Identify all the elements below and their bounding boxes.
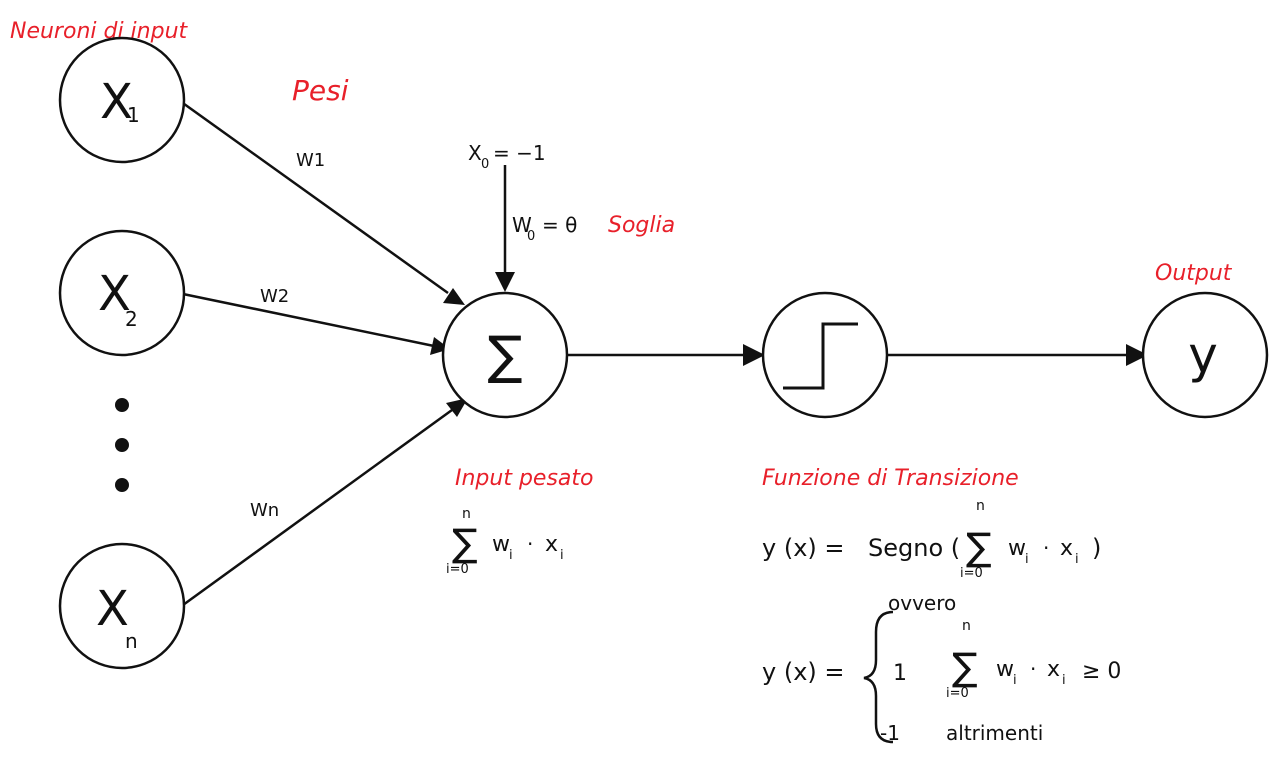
- x1-base: X: [100, 74, 133, 130]
- ellipsis-dot-2: [115, 438, 129, 452]
- f3-lhs: y (x) =: [762, 658, 845, 686]
- bias-x0-rhs: = −1: [493, 141, 546, 165]
- f2-sum-sub: i=0: [960, 566, 983, 581]
- output-label: Output: [1155, 261, 1233, 286]
- ellipsis-dot-1: [115, 398, 129, 412]
- f1-sum-sub: i=0: [446, 562, 469, 577]
- piecewise-brace: [863, 610, 894, 744]
- f2-close: ): [1092, 534, 1101, 562]
- f3-sum-sup: n: [962, 618, 971, 634]
- f2-w: w: [1008, 536, 1026, 561]
- sum-node: ∑: [441, 291, 569, 419]
- f3-dot: ·: [1030, 657, 1036, 681]
- bias-x0-lhs: X: [468, 141, 482, 165]
- step-function-icon: [783, 322, 858, 390]
- weight-wn: Wn: [250, 500, 279, 521]
- ellipsis-dot-3: [115, 478, 129, 492]
- f2-sum-sign: ∑: [966, 525, 992, 569]
- bias-w0: W 0 = θ: [512, 213, 577, 244]
- x2-sub: 2: [125, 307, 138, 331]
- arrowhead-bias: [495, 272, 515, 292]
- arrowhead-x1: [443, 288, 465, 305]
- transfer-function-label: Funzione di Transizione: [762, 466, 1019, 491]
- transfer-formula-1: y (x) = Segno ( n ∑ i=0 w i · x i ): [762, 498, 1101, 581]
- f1-sum-sign: ∑: [452, 521, 478, 565]
- ovvero-label: ovvero: [888, 591, 956, 615]
- weighted-input-label: Input pesato: [455, 466, 594, 491]
- f2-w-sub: i: [1025, 552, 1029, 567]
- f2-lhs: y (x) =: [762, 534, 845, 562]
- f2-dot: ·: [1043, 536, 1049, 560]
- x2-base: X: [98, 266, 131, 322]
- f2-x-sub: i: [1075, 552, 1079, 567]
- f1-w: w: [492, 532, 510, 557]
- edge-xn-sum: [182, 408, 453, 607]
- sum-symbol: ∑: [487, 326, 522, 386]
- weight-w1: W1: [296, 150, 325, 171]
- bias-w0-sub: 0: [527, 229, 535, 244]
- edge-x1-sum: [179, 99, 449, 295]
- output-symbol: y: [1188, 326, 1218, 384]
- input-node-xn: X n: [58, 542, 186, 670]
- piecewise-formula: y (x) = 1 n ∑ i=0 w i · x i ≥ 0 -1 altri…: [762, 610, 1121, 745]
- bias-x0: X 0 = −1: [468, 141, 546, 172]
- input-node-x2: X 2: [58, 229, 186, 357]
- f3-x: x: [1047, 657, 1060, 682]
- f3-case2-cond: altrimenti: [946, 721, 1043, 745]
- output-node: y: [1141, 291, 1269, 419]
- f3-w: w: [996, 657, 1014, 682]
- bias-w0-rhs: = θ: [542, 213, 577, 237]
- x1-sub: 1: [127, 103, 140, 127]
- xn-base: X: [96, 581, 129, 637]
- f3-x-sub: i: [1062, 673, 1066, 688]
- f2-segno: Segno (: [868, 534, 960, 562]
- f3-sum-sub: i=0: [946, 686, 969, 701]
- f1-sum-sup: n: [462, 506, 471, 522]
- f3-w-sub: i: [1013, 673, 1017, 688]
- f1-x: x: [545, 532, 558, 557]
- bias-w0-lhs: W: [512, 213, 532, 237]
- bias-x0-sub: 0: [481, 157, 489, 172]
- f1-x-sub: i: [560, 548, 564, 563]
- weighted-input-formula: n ∑ i=0 w i · x i: [446, 506, 564, 577]
- threshold-label: Soglia: [608, 213, 675, 238]
- f2-sum-sup: n: [976, 498, 985, 514]
- input-neurons-label: Neuroni di input: [10, 19, 189, 44]
- f3-case1-cond: ≥ 0: [1082, 659, 1121, 684]
- arrowhead-step: [743, 344, 765, 366]
- weights-title-label: Pesi: [292, 74, 349, 107]
- f1-w-sub: i: [509, 548, 513, 563]
- step-node: [761, 291, 889, 419]
- arrowhead-output: [1126, 344, 1148, 366]
- arrowhead-xn: [446, 398, 468, 417]
- f3-case2-val: -1: [880, 721, 900, 745]
- xn-sub: n: [125, 629, 138, 653]
- input-node-x1: X 1: [58, 36, 186, 164]
- weight-w2: W2: [260, 286, 289, 307]
- f3-case1-val: 1: [893, 661, 907, 686]
- f2-x: x: [1060, 536, 1073, 561]
- edge-x2-sum: [182, 292, 435, 348]
- f3-sum-sign: ∑: [952, 645, 978, 689]
- f1-dot: ·: [527, 532, 533, 556]
